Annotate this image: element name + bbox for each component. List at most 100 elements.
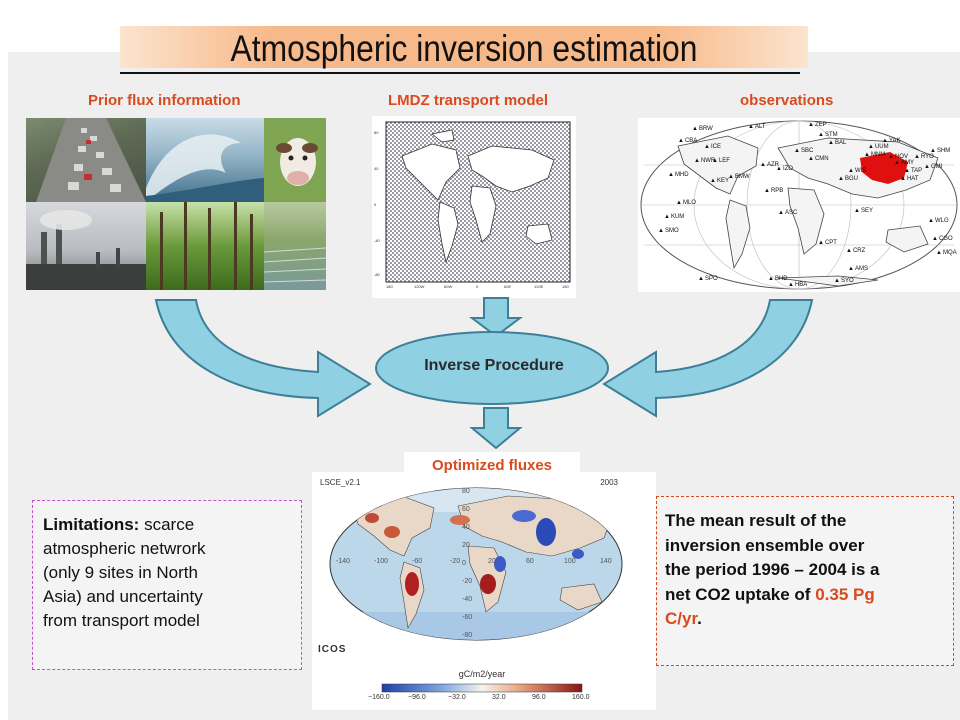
limitations-heading: Limitations: [43,515,140,534]
station-marker: ▲SHM [930,148,950,155]
observation-stations-map: ▲BRW▲ALT▲ZEP▲STM▲BAL▲CBA▲SHM▲ICE▲MHD▲CMN… [638,118,960,292]
lat-tick: 80 [374,130,379,135]
lmdz-lon-ticks: 180 120W 60W 0 60E 120E 180 [386,284,570,294]
cow-icon [276,138,318,186]
triangle-icon: ▲ [900,176,906,182]
triangle-icon: ▲ [776,166,782,172]
result-period: . [697,609,702,628]
longitude-labels: -140 -100 -60 -20 20 60 100 140 [336,558,626,568]
triangle-icon: ▲ [808,156,814,162]
station-marker: ▲IZO [776,166,793,173]
lon-tick: 120E [534,284,544,289]
result-line: The mean result of the [665,511,847,530]
prior-flux-collage [26,118,326,290]
slide-title: Atmospheric inversion estimation [230,28,698,69]
lat-label: -80 [462,632,473,639]
lon-tick: 180 [386,284,393,289]
result-text: The mean result of the inversion ensembl… [665,509,951,632]
station-label: WIS [854,168,867,174]
station-marker: ▲TAP [904,168,922,175]
station-marker: ▲AMS [848,266,868,273]
triangle-icon: ▲ [936,250,942,256]
ocean-wave-photo [146,118,264,202]
title-underline [120,72,800,74]
flux-anomalies [365,510,584,596]
station-label: MLO [682,200,696,206]
traffic-photo [26,118,146,202]
triangle-icon: ▲ [668,172,674,178]
station-marker: ▲LEF [712,158,730,165]
triangle-icon: ▲ [854,208,860,214]
field-icon [264,247,326,283]
station-label: AMS [854,266,868,272]
lon-label: -20 [450,558,461,565]
limitations-line: atmospheric netwrork [43,539,206,558]
triangle-icon: ▲ [924,164,930,170]
triangle-icon: ▲ [678,138,684,144]
station-marker: ▲GMI [924,164,942,171]
optimized-fluxes-label: Optimized fluxes [404,452,580,480]
lon-label: 140 [600,558,612,565]
triangle-icon: ▲ [930,148,936,154]
station-label: ALT [754,124,766,130]
triangle-icon: ▲ [788,282,794,288]
station-marker: ▲SMO [658,228,679,235]
station-label: BHD [774,276,788,282]
forest-photo [146,202,264,290]
result-value: 0.35 Pg [815,584,875,604]
triangle-icon: ▲ [808,122,814,128]
station-marker: ▲CMN [808,156,829,163]
triangle-icon: ▲ [692,126,698,132]
station-label: HBA [794,282,808,288]
continents-outline [401,129,555,264]
colorbar-tick: 32.0 [492,694,506,701]
station-label: YAK [888,138,901,144]
lat-label: 40 [462,524,470,531]
triangle-icon: ▲ [768,276,774,282]
limitations-box: Limitations: scarce atmospheric netwrork… [32,500,302,670]
lmdz-map-svg [385,121,571,283]
lon-label: -60 [412,558,423,565]
station-marker: ▲CBA [678,138,697,145]
lmdz-model-label: LMDZ transport model [388,92,548,109]
lat-tick: -80 [374,272,380,277]
station-label: IZO [782,166,793,172]
station-markers: ▲BRW▲ALT▲ZEP▲STM▲BAL▲CBA▲SHM▲ICE▲MHD▲CMN… [638,118,960,292]
year-label: 2003 [600,478,618,487]
station-label: BMW [734,174,750,180]
triangle-icon: ▲ [818,240,824,246]
lon-tick: 0 [476,284,479,289]
factory-icon [26,210,146,290]
limitations-text: Limitations: scarce atmospheric netwrork… [43,513,299,633]
station-marker: ▲ZEP [808,122,827,129]
colorbar-tick: −160.0 [368,694,390,701]
station-marker: ▲NWR [694,158,715,165]
triangle-icon: ▲ [864,152,870,158]
station-marker: ▲KUM [664,214,684,221]
station-label: NOV [894,154,908,160]
station-label: SMO [664,228,679,234]
station-marker: ▲BHD [768,276,788,283]
station-marker: ▲BGU [838,176,858,183]
station-marker: ▲WIS [848,168,866,175]
lon-tick: 60E [504,284,512,289]
lon-label: 60 [526,558,534,565]
lat-label: -60 [462,614,473,621]
station-label: AZR [766,162,779,168]
triangle-icon: ▲ [658,228,664,234]
station-label: NWR [700,158,716,164]
station-label: BRW [698,126,713,132]
station-label: CRZ [852,248,866,254]
lon-label: -100 [374,558,389,565]
triangle-icon: ▲ [848,168,854,174]
station-marker: ▲WLG [928,218,949,225]
station-marker: ▲ICE [704,144,721,151]
lat-tick: 0 [374,202,377,207]
lon-tick: 60W [444,284,453,289]
station-marker: ▲MLO [676,200,696,207]
industry-photo [26,202,146,290]
station-label: ICE [710,144,721,150]
lat-label: 60 [462,506,470,513]
station-label: RPB [770,188,784,194]
triangle-icon: ▲ [676,200,682,206]
